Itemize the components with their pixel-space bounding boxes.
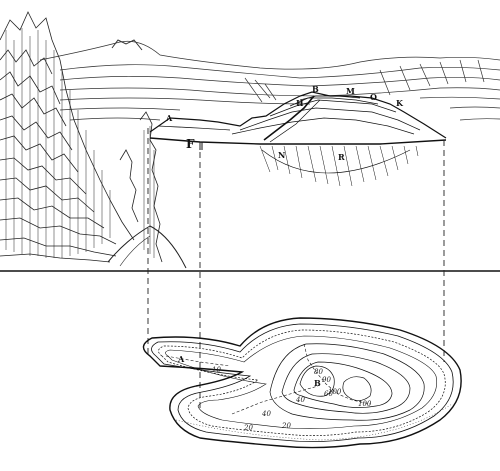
contour-label-40: 40 [295,396,305,404]
background-hills [40,40,500,120]
label-a-profile: A [165,113,173,123]
map-labels: B A [177,354,321,388]
projection-lines [148,128,444,408]
contour-map [143,318,461,448]
label-k: K [396,98,404,108]
label-a-map: A [177,354,185,364]
contour-label-40-b: 40 [261,410,271,418]
contour-label-90: 90 [322,376,331,384]
contour-label-80: 80 [314,368,323,376]
label-h: H [296,98,304,108]
label-b-profile: B [312,84,319,94]
contour-label-10: 10 [212,366,221,374]
contour-label-100-b: 100 [328,388,342,396]
forest-left [0,12,186,268]
label-m: M [346,86,355,96]
label-n: N [278,150,285,160]
label-b-map: B [314,378,321,388]
contour-label-20-b: 20 [243,424,253,432]
label-f: F [186,137,195,151]
contour-label-20: 20 [281,422,291,430]
label-o: O [370,92,377,102]
label-r: R [338,152,345,162]
contour-label-100-a: 100 [358,400,372,408]
